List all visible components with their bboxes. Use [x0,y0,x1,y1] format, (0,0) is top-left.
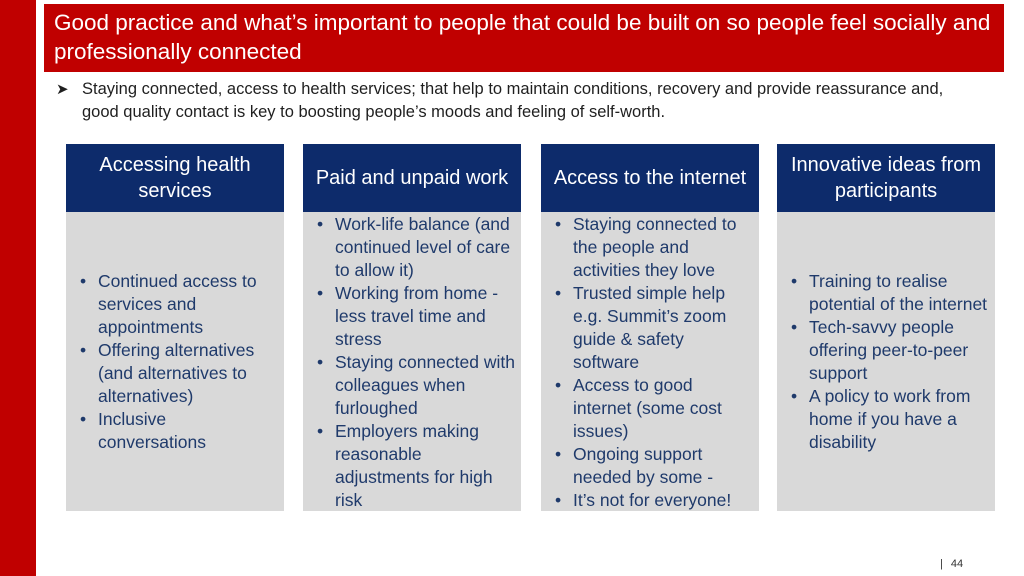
list-item: Offering alternatives (and alternatives … [74,339,278,408]
column-heading: Access to the internet [541,144,759,212]
list-item: A policy to work from home if you have a… [785,385,989,454]
column-internet-access: Access to the internet Staying connected… [541,144,759,512]
column-heading: Accessing health services [66,144,284,212]
column-heading: Innovative ideas from participants [777,144,995,212]
intro-text: Staying connected, access to health serv… [82,80,944,121]
column-body: Staying connected to the people and acti… [541,212,759,512]
bullet-list: Training to realise potential of the int… [785,270,989,454]
list-item: Access to good internet (some cost issue… [549,374,753,443]
page-number: | 44 [940,558,963,570]
list-item: It’s not for everyone! [549,489,753,512]
column-heading: Paid and unpaid work [303,144,521,212]
list-item: Ongoing support needed by some - [549,443,753,489]
column-paid-unpaid-work: Paid and unpaid work Work-life balance (… [303,144,521,511]
left-accent-bar [0,0,36,576]
separator: | [940,558,943,570]
list-item: Inclusive conversations [74,408,278,454]
list-item: Staying connected to the people and acti… [549,213,753,282]
list-item: Working from home - less travel time and… [311,282,515,351]
arrow-bullet-icon: ➤ [56,81,69,98]
list-item: Continued access to services and appoint… [74,270,278,339]
slide-title: Good practice and what’s important to pe… [44,4,1004,72]
column-body: Training to realise potential of the int… [777,212,995,511]
page-number-value: 44 [950,558,964,570]
bullet-list: Work-life balance (and continued level o… [311,213,515,512]
column-innovative-ideas: Innovative ideas from participants Train… [777,144,995,511]
bullet-list: Staying connected to the people and acti… [549,213,753,512]
list-item: Staying connected with colleagues when f… [311,351,515,420]
list-item: Trusted simple help e.g. Summit’s zoom g… [549,282,753,374]
list-item: Employers making reasonable adjustments … [311,420,515,512]
list-item: Tech-savvy people offering peer-to-peer … [785,316,989,385]
intro-bullet: ➤ Staying connected, access to health se… [54,78,954,124]
column-health-services: Accessing health services Continued acce… [66,144,284,511]
column-body: Work-life balance (and continued level o… [303,212,521,511]
bullet-list: Continued access to services and appoint… [74,270,278,454]
list-item: Work-life balance (and continued level o… [311,213,515,282]
list-item: Training to realise potential of the int… [785,270,989,316]
column-body: Continued access to services and appoint… [66,212,284,511]
